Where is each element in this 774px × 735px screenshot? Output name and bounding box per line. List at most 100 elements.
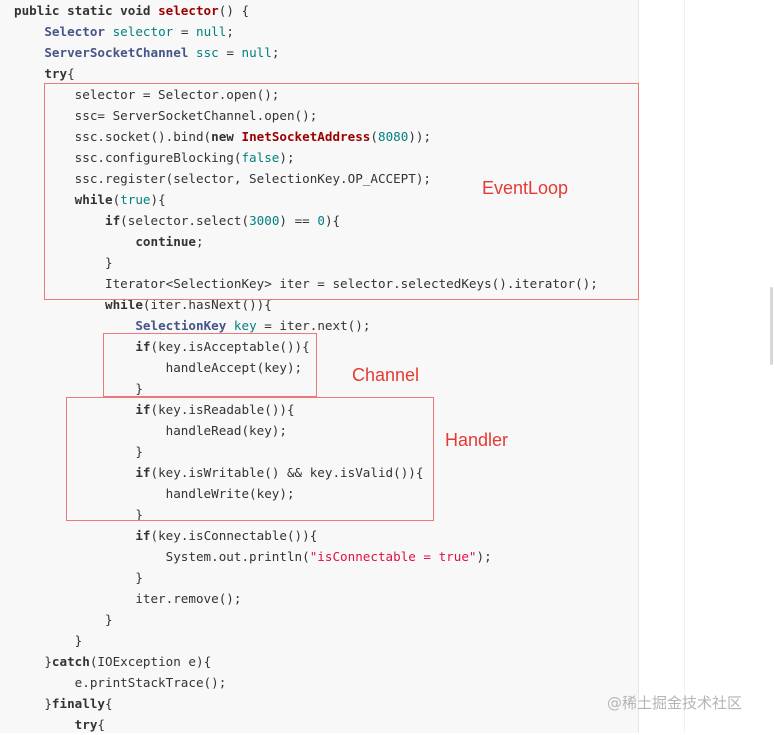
code-token (14, 24, 44, 39)
code-line: ssc= ServerSocketChannel.open(); (14, 105, 318, 126)
code-token: (selector.select( (120, 213, 250, 228)
code-token: = (173, 24, 197, 39)
code-token: finally (51, 696, 105, 711)
code-token: catch (51, 654, 90, 669)
code-token: ; (271, 45, 280, 60)
code-token: e.printStackTrace(); (14, 675, 227, 690)
code-token: ); (476, 549, 492, 564)
code-token: ( (112, 192, 121, 207)
code-token: selector (158, 3, 219, 18)
code-token: ); (279, 150, 295, 165)
code-token: } (14, 570, 143, 585)
code-line: ServerSocketChannel ssc = null; (14, 42, 279, 63)
code-line: if(key.isWritable() && key.isValid()){ (14, 462, 423, 483)
code-token: { (67, 66, 75, 81)
code-token: = (218, 45, 242, 60)
code-token: "isConnectable = true" (309, 549, 477, 564)
code-token: handleAccept(key); (14, 360, 303, 375)
code-token: while (105, 297, 143, 312)
code-line: } (14, 504, 143, 525)
code-token: new (211, 129, 234, 144)
code-token: false (241, 150, 280, 165)
code-token: handleWrite(key); (14, 486, 295, 501)
code-token: (iter.hasNext()){ (142, 297, 272, 312)
code-line: ssc.socket().bind(new InetSocketAddress(… (14, 126, 431, 147)
code-line: } (14, 609, 113, 630)
eventloop-label: EventLoop (482, 178, 569, 198)
code-token: selector (105, 24, 174, 39)
watermark: @稀土掘金技术社区 (607, 694, 743, 712)
channel-highlight-box (103, 333, 317, 397)
code-token (14, 528, 135, 543)
code-token: (IOException e){ (89, 654, 212, 669)
code-line: selector = Selector.open(); (14, 84, 280, 105)
code-token: true (120, 192, 151, 207)
code-line: }catch(IOException e){ (14, 651, 211, 672)
code-token: 8080 (377, 129, 409, 144)
scrollbar-thumb[interactable] (770, 287, 773, 365)
code-token: } (14, 507, 143, 522)
code-token: 0 (317, 213, 325, 228)
code-line: try{ (14, 714, 105, 735)
code-token: ( (370, 129, 378, 144)
code-token: { (105, 696, 113, 711)
code-token (14, 318, 135, 333)
code-token: while (74, 192, 113, 207)
channel-label: Channel (352, 365, 420, 385)
code-token: (key.isConnectable()){ (150, 528, 318, 543)
code-token: key (226, 318, 257, 333)
code-token: null (241, 45, 272, 60)
handler-label: Handler (445, 430, 509, 450)
code-line: iter.remove(); (14, 588, 241, 609)
code-editor-panel (0, 0, 638, 733)
code-line: if(key.isConnectable()){ (14, 525, 317, 546)
code-token: continue (135, 234, 196, 249)
code-token: System.out.println( (14, 549, 310, 564)
code-line: try{ (14, 63, 75, 84)
code-line: if(key.isReadable()){ (14, 399, 294, 420)
code-line: } (14, 441, 143, 462)
code-line: public static void selector() { (14, 0, 249, 21)
code-line: } (14, 252, 113, 273)
code-token: ServerSocketChannel (44, 45, 189, 60)
code-line: Iterator<SelectionKey> iter = selector.s… (14, 273, 598, 294)
code-token: ssc= ServerSocketChannel.open(); (14, 108, 318, 123)
code-token: } (14, 612, 113, 627)
code-token: ){ (150, 192, 166, 207)
code-token: ssc.register(selector, SelectionKey.OP_A… (14, 171, 432, 186)
code-line: while(true){ (14, 189, 166, 210)
code-token: if (135, 339, 151, 354)
code-token: )); (408, 129, 432, 144)
code-token: try (74, 717, 98, 732)
code-token: if (135, 465, 151, 480)
code-token: if (135, 402, 151, 417)
code-token: if (105, 213, 121, 228)
code-line: handleWrite(key); (14, 483, 295, 504)
code-token: selector = Selector.open(); (14, 87, 280, 102)
editor-divider (638, 0, 639, 733)
code-token: ssc.configureBlocking( (14, 150, 242, 165)
code-token: Selector (44, 24, 106, 39)
eventloop-highlight-box (44, 83, 639, 300)
code-line: e.printStackTrace(); (14, 672, 227, 693)
code-line: SelectionKey key = iter.next(); (14, 315, 370, 336)
code-token (14, 717, 75, 732)
code-line: handleAccept(key); (14, 357, 302, 378)
code-token: } (14, 654, 52, 669)
code-line: while(iter.hasNext()){ (14, 294, 272, 315)
code-line: if(selector.select(3000) == 0){ (14, 210, 340, 231)
code-token: ssc.socket().bind( (14, 129, 212, 144)
code-line: Selector selector = null; (14, 21, 234, 42)
code-token: Iterator<SelectionKey> iter = selector.s… (14, 276, 598, 291)
code-line: if(key.isAcceptable()){ (14, 336, 309, 357)
code-token: ) == (279, 213, 318, 228)
code-token: } (14, 633, 83, 648)
code-line: }finally{ (14, 693, 113, 714)
code-token: 3000 (249, 213, 280, 228)
code-token: public static void (14, 3, 159, 18)
code-token: null (196, 24, 227, 39)
code-token: ; (196, 234, 204, 249)
code-token: } (14, 696, 52, 711)
code-token (14, 45, 44, 60)
code-token: = iter.next(); (256, 318, 371, 333)
